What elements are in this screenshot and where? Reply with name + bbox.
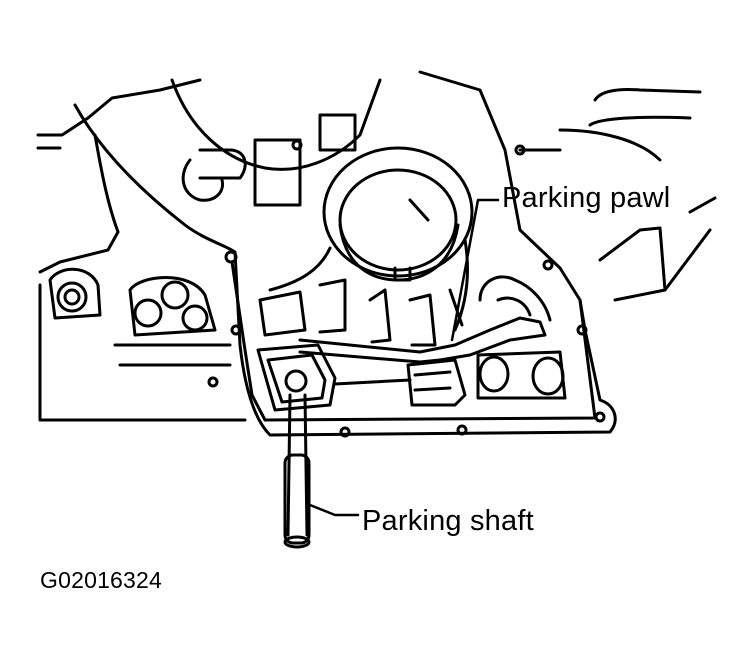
figure-code: G02016324 xyxy=(40,567,163,593)
top-housing xyxy=(170,78,526,207)
parking-shaft-label: Parking shaft xyxy=(362,505,534,537)
output-bore xyxy=(268,146,474,332)
left-bolt-bosses xyxy=(48,267,232,388)
pawl-leader-line xyxy=(450,198,500,342)
gasket-flange xyxy=(73,70,617,438)
parking-pawl xyxy=(298,316,547,407)
parking-pawl-label: Parking pawl xyxy=(502,182,671,214)
right-bolt-bosses xyxy=(476,275,567,400)
parking-shaft-assembly xyxy=(256,343,337,549)
case-ribs xyxy=(258,278,464,347)
shaft-leader-line xyxy=(308,503,360,517)
leader-lines xyxy=(308,198,500,517)
case-outline xyxy=(36,78,717,422)
